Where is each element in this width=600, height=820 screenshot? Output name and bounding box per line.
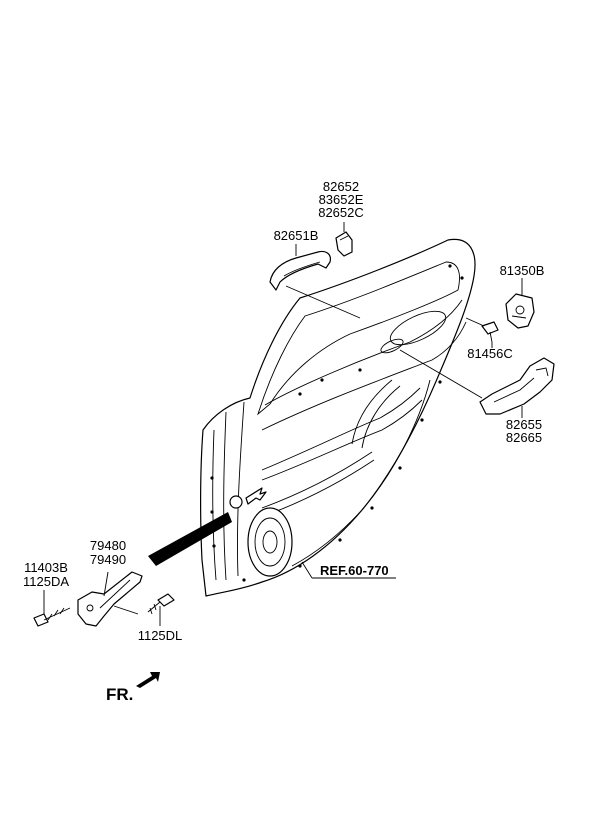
- clip-dot: [210, 510, 214, 514]
- check-mount-bolt-head: [157, 593, 175, 607]
- leader-79480: [103, 571, 109, 597]
- door-frame: [200, 238, 476, 597]
- inside-handle-detail-2: [535, 367, 549, 377]
- regulator-rail: [351, 379, 393, 445]
- regulator-rail-2: [361, 385, 401, 449]
- window-frame-inner: [257, 261, 460, 416]
- inside-handle-detail: [493, 377, 535, 403]
- door-frame-outline: [200, 238, 476, 597]
- label-82655: 82655: [506, 417, 542, 432]
- check-bolt-part: [33, 607, 71, 627]
- label-83652e: 83652E: [319, 192, 364, 207]
- latch-screw-shank: [489, 331, 493, 343]
- clip-dot: [320, 378, 324, 382]
- handle-cap-detail: [339, 235, 349, 241]
- speaker-opening: [247, 507, 293, 577]
- label-79490: 79490: [90, 552, 126, 567]
- front-arrow-icon: [136, 672, 160, 688]
- label-79480: 79480: [90, 538, 126, 553]
- leader-ref: [301, 561, 313, 579]
- clip-dot: [358, 368, 362, 372]
- clip-dot: [212, 544, 216, 548]
- impact-bar: [261, 451, 373, 509]
- clip-dot: [298, 564, 302, 568]
- check-bolt-head: [33, 613, 49, 627]
- leader-handle-to-door: [285, 285, 361, 319]
- speaker-inner: [254, 517, 286, 567]
- door-latch-body: [505, 293, 535, 329]
- handle-cap-part: [335, 231, 353, 257]
- lower-beam: [261, 387, 421, 471]
- outside-handle-part: [269, 250, 331, 291]
- rear-edge: [291, 379, 431, 567]
- door-check-arm: [99, 579, 131, 609]
- clip-dot: [460, 276, 464, 280]
- label-1125da: 1125DA: [23, 574, 69, 589]
- clip-dot: [398, 466, 402, 470]
- hinge-pillar: [223, 411, 227, 581]
- latch-screw-head: [481, 321, 499, 335]
- label-1125dl: 1125DL: [138, 628, 183, 643]
- clip-dot: [438, 380, 442, 384]
- door-check-part: [77, 571, 143, 627]
- label-front: FR.: [106, 685, 133, 704]
- inside-handle-part: [479, 357, 555, 415]
- belt-line: [261, 321, 467, 431]
- check-attachment: [229, 487, 267, 509]
- lower-beam-2: [261, 399, 423, 481]
- label-11403b: 11403B: [24, 560, 68, 575]
- label-82652c: 82652C: [318, 205, 364, 220]
- check-bolt-thread: [47, 607, 65, 621]
- leader-check-to-bolt: [113, 605, 139, 615]
- door-check-hole: [86, 604, 94, 612]
- outside-handle-body: [269, 250, 331, 291]
- label-ref: REF.60-770: [320, 563, 389, 578]
- check-mount-bolt-part: [147, 593, 175, 615]
- panel-clip-dots: [210, 264, 464, 582]
- check-mount: [229, 495, 243, 509]
- latch-hole: [515, 305, 525, 315]
- latch-pocket: [380, 338, 404, 354]
- front-direction-indicator: FR.: [106, 672, 160, 704]
- regulator-area: [351, 310, 447, 449]
- clip-dot: [448, 264, 452, 268]
- check-mount-bolt-thread: [149, 603, 157, 615]
- clip-dot: [210, 476, 214, 480]
- inside-handle-body: [479, 357, 555, 415]
- label-82665: 82665: [506, 430, 542, 445]
- label-82651b: 82651B: [274, 228, 319, 243]
- clip-dot: [420, 418, 424, 422]
- clip-dot: [298, 392, 302, 396]
- label-81350b: 81350B: [500, 263, 545, 278]
- label-81456c: 81456C: [467, 346, 513, 361]
- inner-panel-edge: [212, 429, 217, 581]
- leader-latch-to-door: [465, 317, 485, 327]
- handle-cap-body: [335, 231, 353, 257]
- callout-beam: [148, 512, 232, 566]
- latch-detail: [511, 315, 527, 319]
- label-82652: 82652: [323, 179, 359, 194]
- hinge-pillar-2: [237, 401, 245, 577]
- check-bolt-shank: [43, 607, 71, 621]
- speaker-center: [262, 530, 278, 554]
- leader-inside-handle-to-door: [399, 349, 483, 399]
- latch-screw-part: [481, 321, 499, 343]
- outside-handle-grip: [283, 261, 321, 277]
- clip-dot: [338, 538, 342, 542]
- check-mount-bolt-shank: [147, 601, 161, 613]
- clip-dot: [370, 506, 374, 510]
- check-mount-arrow: [245, 487, 267, 505]
- door-latch-part: [505, 293, 535, 329]
- clip-dot: [242, 578, 246, 582]
